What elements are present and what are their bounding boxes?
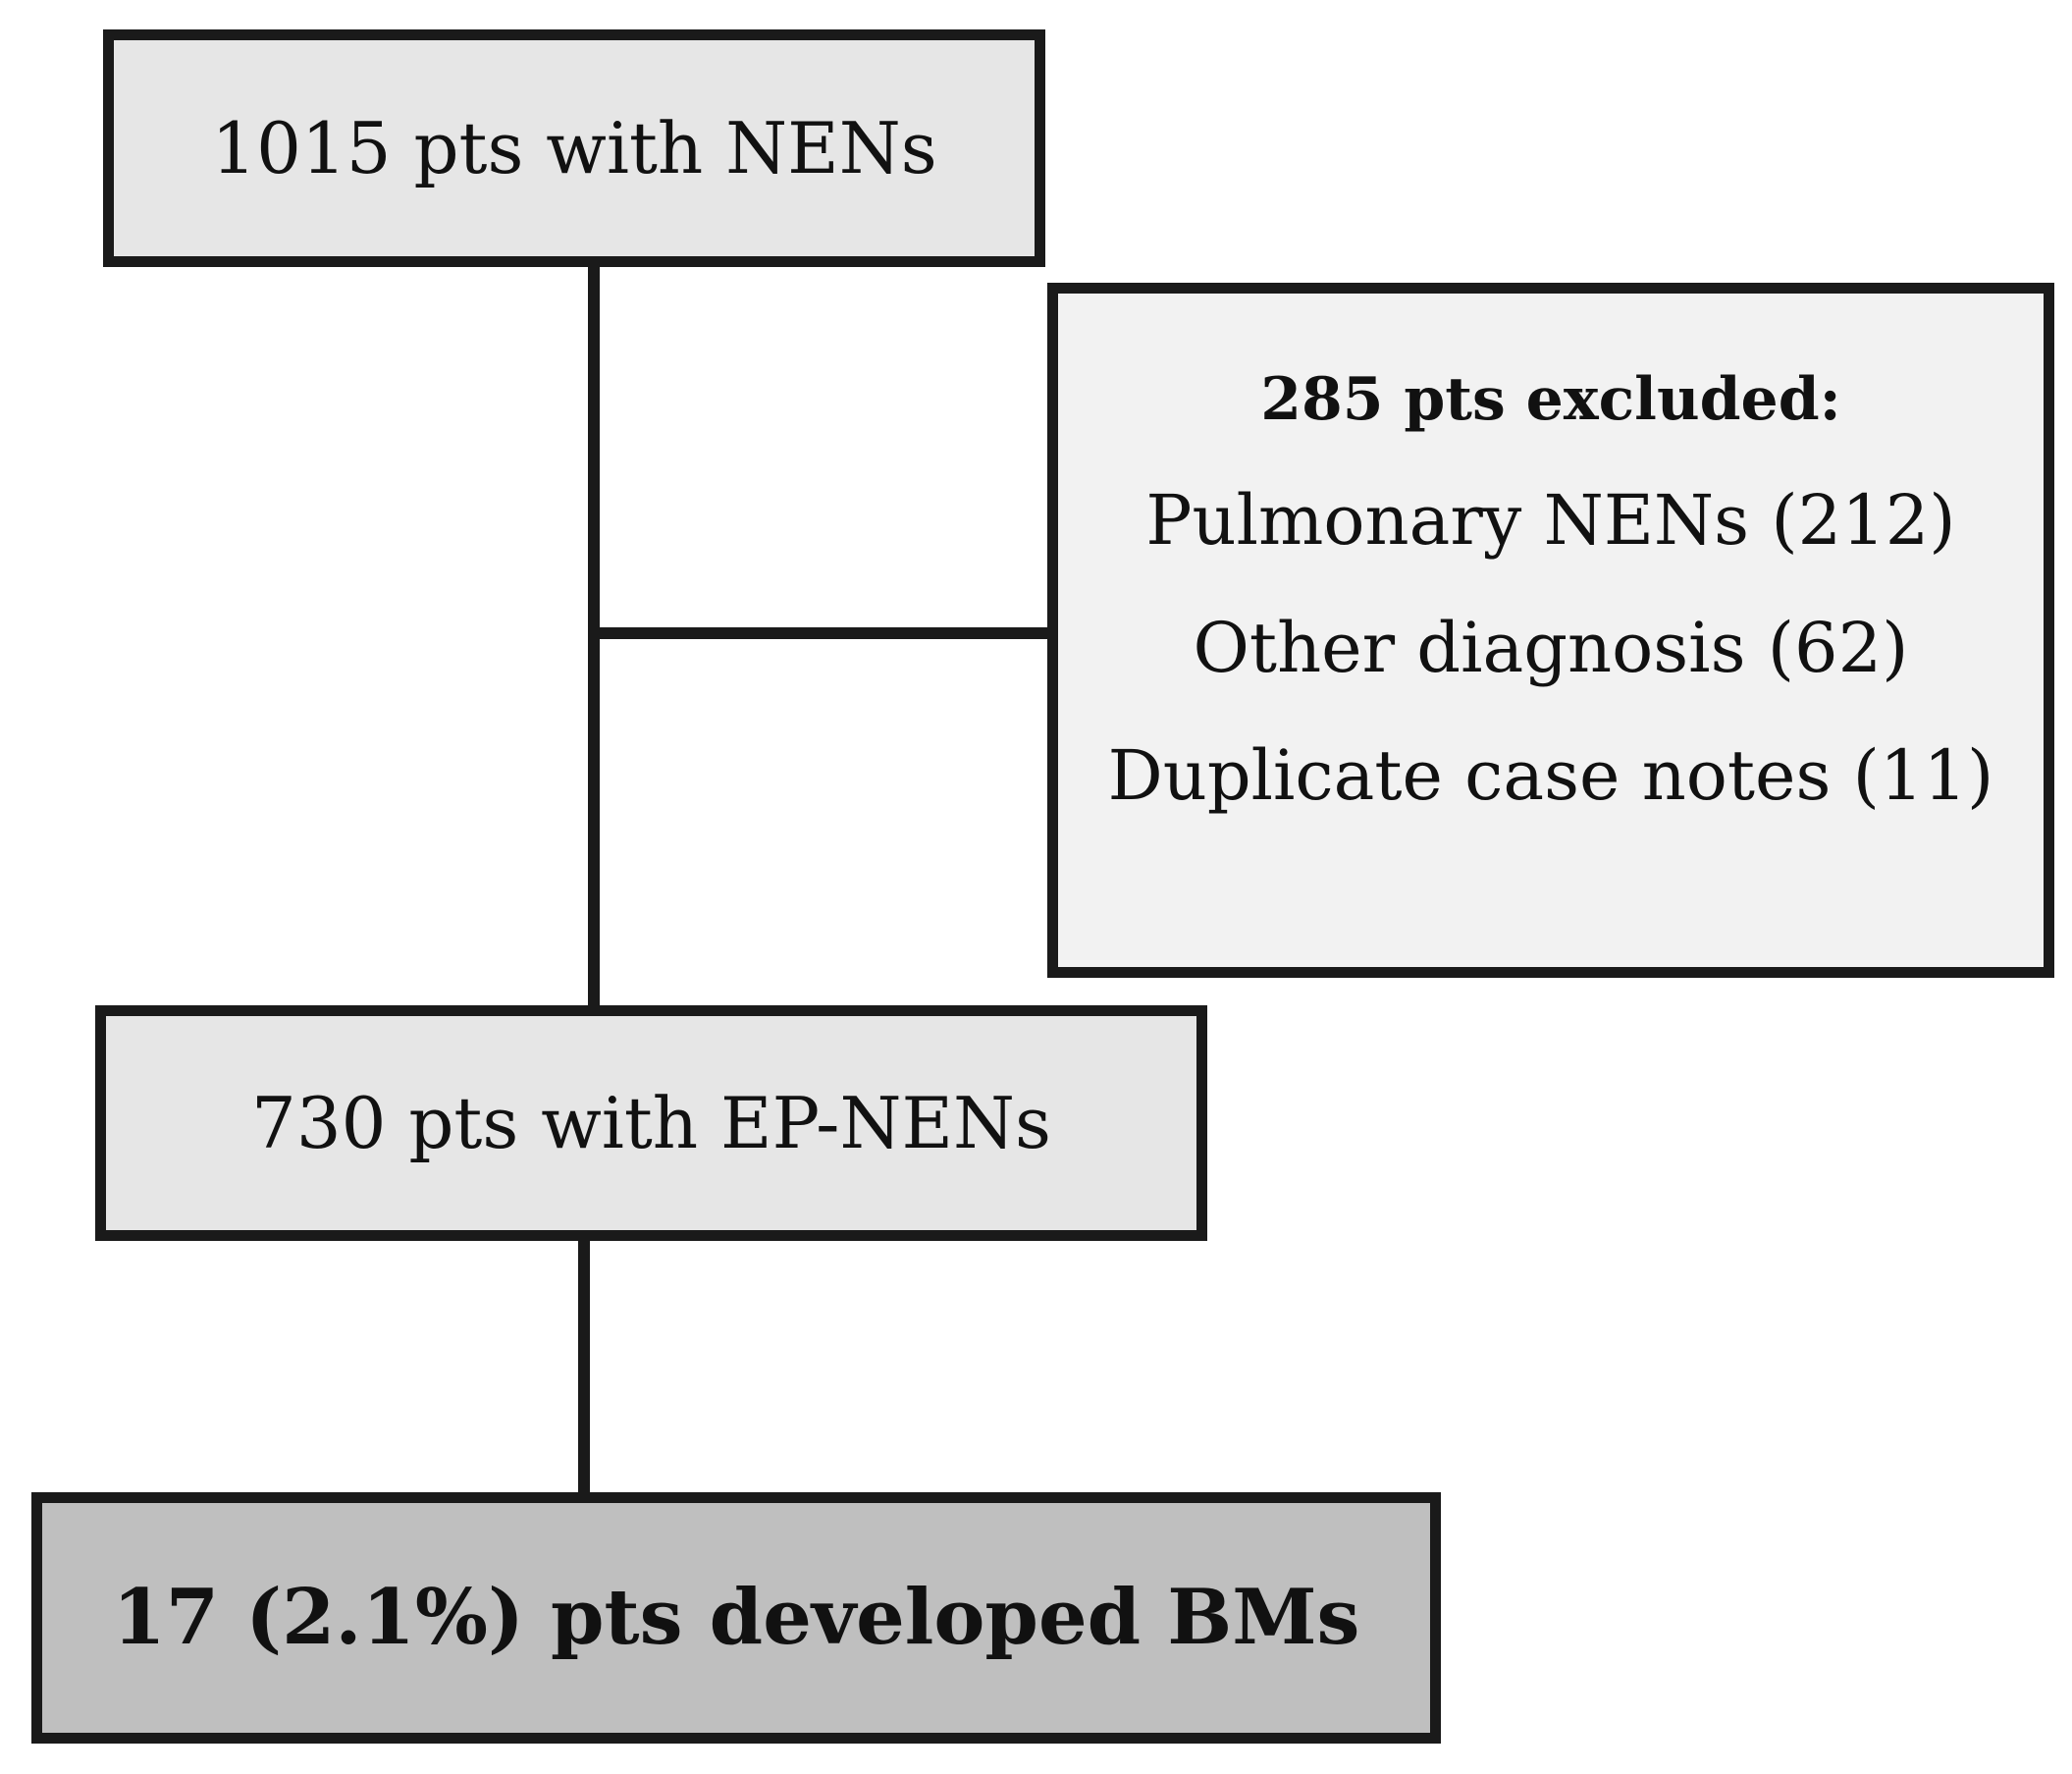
brain-metastases-label: 17 (2.1%) pts developed BMs xyxy=(112,1573,1360,1662)
excluded-patients-box: 285 pts excluded: Pulmonary NENs (212) O… xyxy=(1047,283,2054,978)
excluded-title: 285 pts excluded: xyxy=(1260,365,1841,434)
brain-metastases-box: 17 (2.1%) pts developed BMs xyxy=(31,1492,1441,1744)
ep-nens-label: 730 pts with EP-NENs xyxy=(251,1082,1051,1164)
ep-nens-box: 730 pts with EP-NENs xyxy=(95,1005,1207,1241)
excluded-item-duplicate: Duplicate case notes (11) xyxy=(1107,735,1994,816)
total-patients-label: 1015 pts with NENs xyxy=(211,107,937,189)
excluded-item-other: Other diagnosis (62) xyxy=(1193,608,1909,688)
excluded-item-pulmonary: Pulmonary NENs (212) xyxy=(1145,480,1956,561)
total-patients-box: 1015 pts with NENs xyxy=(103,29,1045,267)
